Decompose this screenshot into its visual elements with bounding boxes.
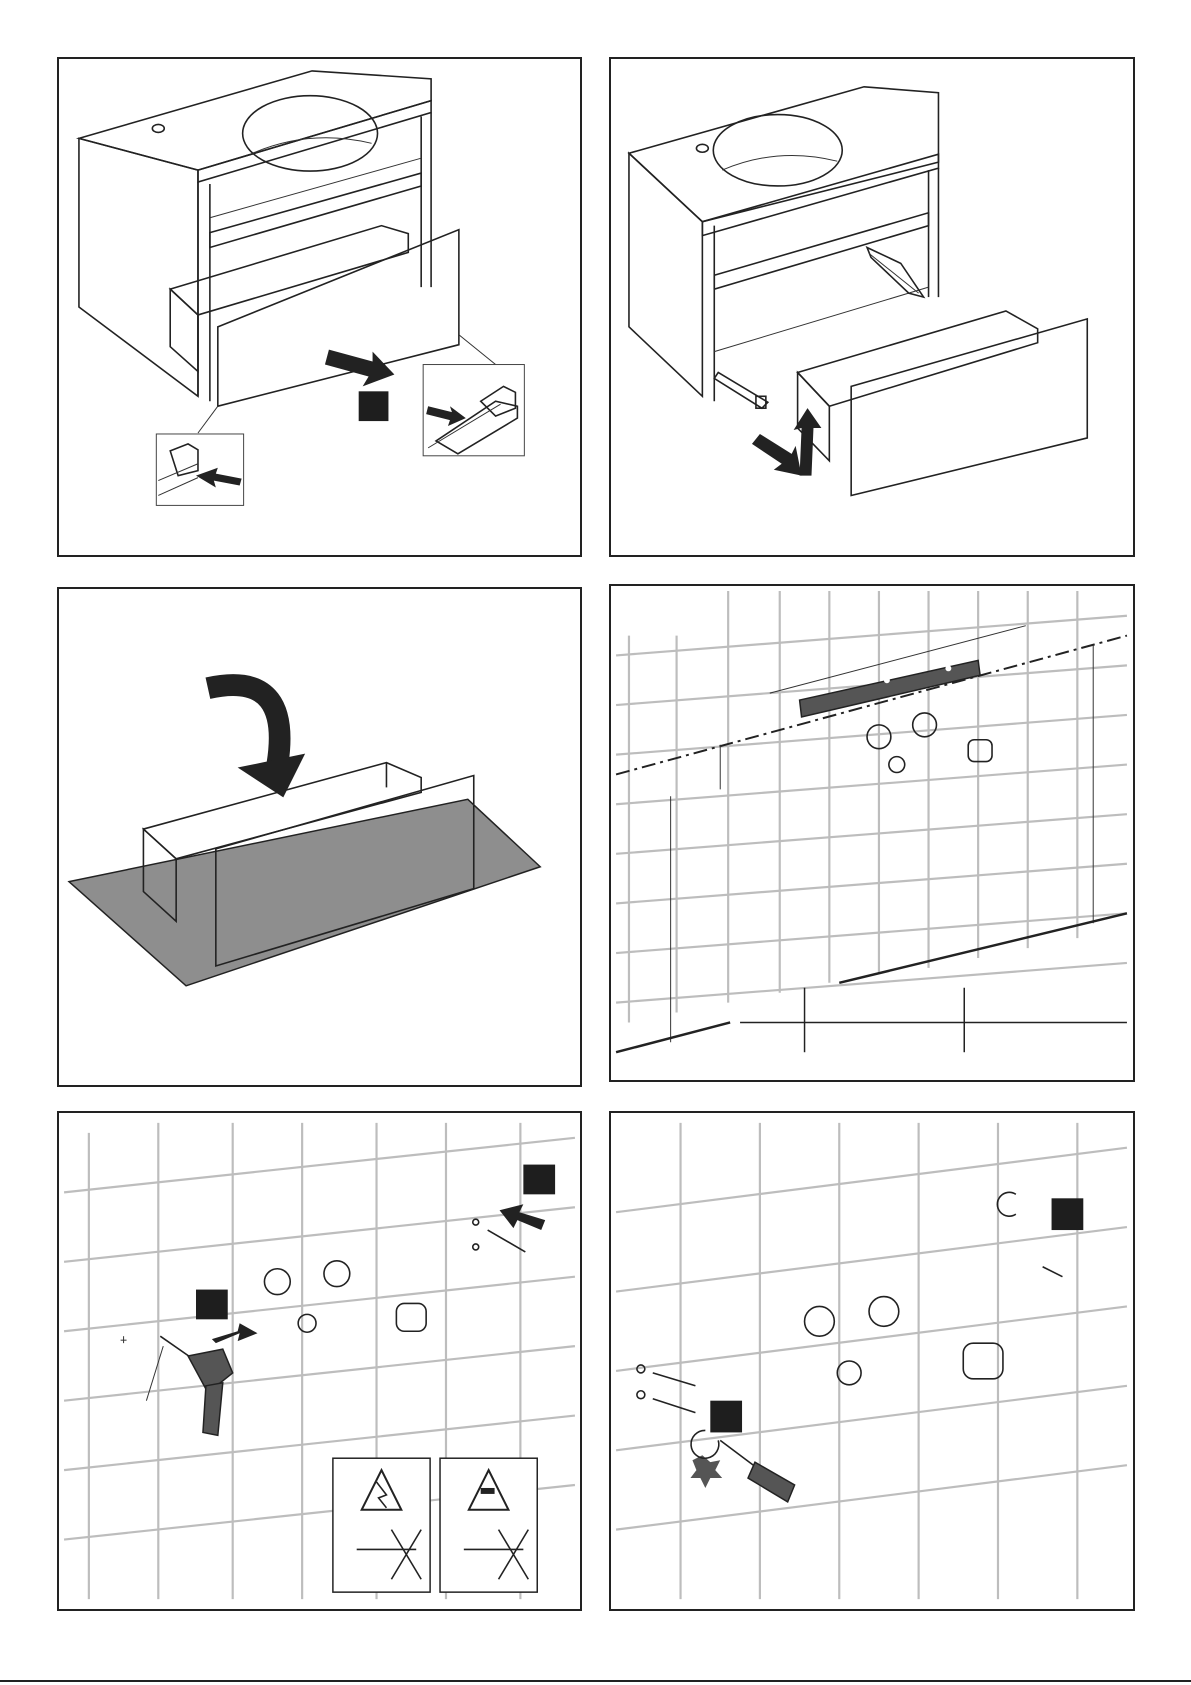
vanity-top: [629, 87, 939, 222]
tap-hole: [696, 144, 708, 152]
pull-arrow-icon: [325, 350, 394, 387]
socket-outlet-icon: [396, 1303, 426, 1331]
tile-grid: [616, 1123, 1127, 1599]
drill-arrow-icon: [212, 1323, 258, 1343]
basin-shadow: [722, 155, 837, 170]
drawer-box-top: [798, 311, 1038, 406]
basin-opening: [713, 115, 842, 186]
vanity-top-edge: [198, 101, 431, 182]
water-warning-icon: [440, 1458, 537, 1592]
panel-1-illustration: [59, 59, 580, 555]
left-clip-detail: [156, 434, 243, 505]
pull-out-arrow-icon: [752, 434, 802, 476]
basin-shadow: [253, 138, 372, 154]
panel-3-illustration: [59, 589, 580, 1085]
cabinet-left-side: [79, 138, 198, 396]
panel-5-illustration: [59, 1113, 580, 1609]
reference-table: [740, 988, 1127, 1052]
cabinet-shelf: [714, 213, 928, 289]
panel-1-remove-drawer: [57, 57, 582, 557]
wall-plug-icon: [473, 1219, 526, 1252]
insert-arrow-icon: [500, 1204, 546, 1230]
page-bottom-rule: [0, 1680, 1191, 1682]
drawer-box-top: [170, 226, 408, 315]
cabinet-left-side: [629, 153, 702, 396]
drain-outlet-icon: [298, 1314, 316, 1332]
drain-outlet-icon: [837, 1361, 861, 1385]
panel-6-screw-bolts: [609, 1111, 1135, 1611]
socket-outlet-icon: [968, 740, 992, 762]
step-marker-nut: [1052, 1198, 1084, 1230]
panel-5-drill-holes: [57, 1111, 582, 1611]
drawer-runner-right: [867, 247, 924, 297]
screwdriver-icon: [720, 1440, 794, 1502]
drawer-runner-left: [714, 372, 768, 408]
panel-4-mark-wall: [609, 584, 1135, 1082]
vanity-top-edge: [702, 154, 938, 235]
drawer-box-side: [170, 289, 198, 371]
panel-3-set-drawer-aside: [57, 587, 582, 1087]
level-line: [616, 636, 1127, 775]
drain-outlet-icon: [889, 757, 905, 773]
panel-2-lift-drawer: [609, 57, 1135, 557]
floor-mat: [69, 799, 540, 985]
star-torque-icon: [690, 1455, 722, 1488]
hook-bracket-icon: [997, 1192, 1015, 1216]
tap-hole: [152, 124, 164, 132]
step-marker-screwdriver: [710, 1401, 742, 1433]
step-marker-drill: [196, 1290, 228, 1320]
panel-4-illustration: [611, 586, 1133, 1080]
electric-warning-icon: [333, 1458, 430, 1592]
valve-icon: [805, 1297, 899, 1337]
step-marker-plug: [523, 1165, 555, 1195]
step-marker-pull: [359, 391, 389, 421]
cabinet-shelf: [210, 173, 421, 247]
panel-2-illustration: [611, 59, 1133, 555]
basin-opening: [243, 96, 378, 171]
valve-icon: [264, 1261, 349, 1295]
rotate-arrow-icon: [691, 1430, 719, 1458]
panel-6-illustration: [611, 1113, 1133, 1609]
